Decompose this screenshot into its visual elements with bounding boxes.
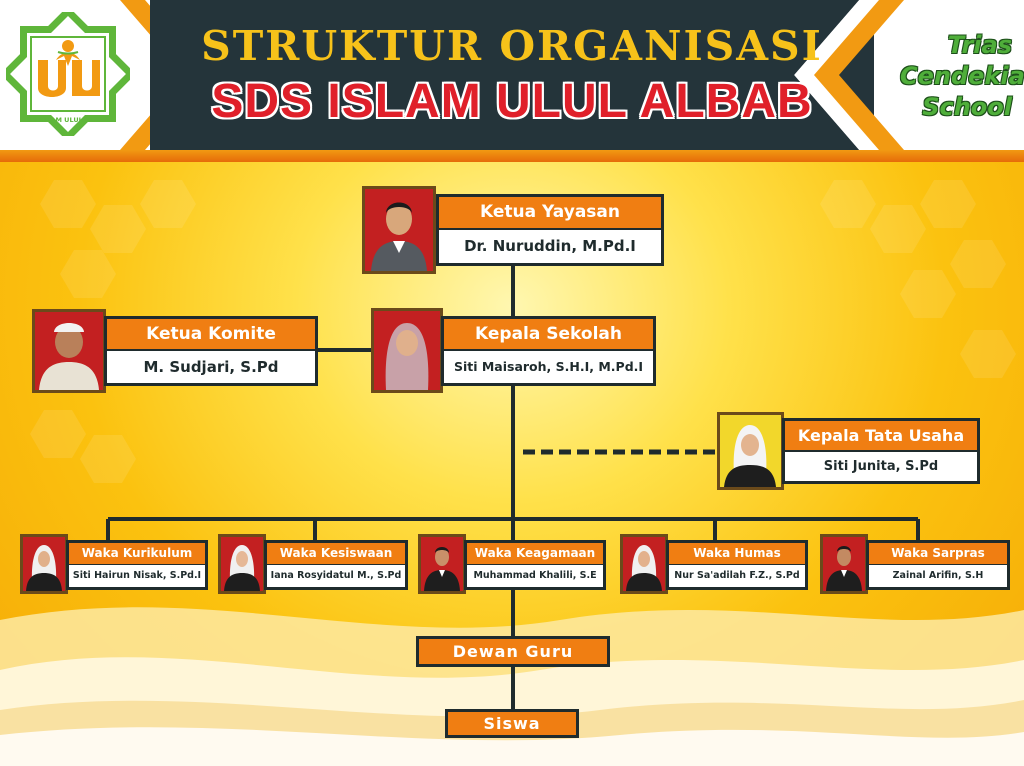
person-portrait-icon [221, 537, 263, 591]
brand-line-2: Cendekia [900, 62, 1024, 90]
person-portrait-icon [421, 537, 463, 591]
card-ketua-yayasan: Ketua Yayasan Dr. Nuruddin, M.Pd.I [436, 194, 664, 266]
header-banner: STRUKTUR ORGANISASI SDS ISLAM ULUL ALBAB… [0, 0, 1024, 162]
name-waka-sarpras: Zainal Arifin, S.H [869, 565, 1007, 587]
header-dark-band [150, 0, 874, 150]
role-kepala-tata-usaha: Kepala Tata Usaha [785, 421, 977, 450]
brand-line-3: School [922, 93, 1012, 121]
card-waka-keagamaan: Waka Keagamaan Muhammad Khalili, S.E [464, 540, 606, 590]
header-orange-stripe [0, 150, 1024, 162]
photo-waka-keagamaan [418, 534, 466, 594]
logo-caption: SD ISLAM ULUL ALBAB [27, 116, 109, 124]
card-waka-kurikulum: Waka Kurikulum Siti Hairun Nisak, S.Pd.I [66, 540, 208, 590]
card-waka-humas: Waka Humas Nur Sa'adilah F.Z., S.Pd [666, 540, 808, 590]
role-waka-kesiswaan: Waka Kesiswaan [267, 543, 405, 564]
title-struktur-organisasi: STRUKTUR ORGANISASI [201, 22, 823, 70]
photo-kepala-tata-usaha [717, 412, 784, 490]
card-waka-sarpras: Waka Sarpras Zainal Arifin, S.H [866, 540, 1010, 590]
photo-waka-humas [620, 534, 668, 594]
name-kepala-sekolah: Siti Maisaroh, S.H.I, M.Pd.I [444, 351, 653, 383]
photo-ketua-komite [32, 309, 106, 393]
title-school-name: SDS ISLAM ULUL ALBAB [211, 75, 813, 128]
card-kepala-sekolah: Kepala Sekolah Siti Maisaroh, S.H.I, M.P… [441, 316, 656, 386]
header-right-corner [794, 0, 1024, 162]
role-ketua-yayasan: Ketua Yayasan [439, 197, 661, 228]
box-siswa: Siswa [445, 709, 579, 738]
photo-waka-sarpras [820, 534, 868, 594]
box-dewan-guru: Dewan Guru [416, 636, 610, 667]
photo-kepala-sekolah [371, 308, 443, 393]
brand-line-1: Trias [947, 31, 1012, 59]
person-portrait-icon [35, 312, 103, 390]
card-waka-kesiswaan: Waka Kesiswaan Iana Rosyidatul M., S.Pd [264, 540, 408, 590]
name-waka-humas: Nur Sa'adilah F.Z., S.Pd [669, 565, 805, 587]
name-ketua-komite: M. Sudjari, S.Pd [107, 351, 315, 383]
card-kepala-tata-usaha: Kepala Tata Usaha Siti Junita, S.Pd [782, 418, 980, 484]
school-logo: SD ISLAM ULUL ALBAB [0, 6, 136, 142]
role-waka-kurikulum: Waka Kurikulum [69, 543, 205, 564]
name-kepala-tata-usaha: Siti Junita, S.Pd [785, 452, 977, 481]
card-ketua-komite: Ketua Komite M. Sudjari, S.Pd [104, 316, 318, 386]
photo-waka-kesiswaan [218, 534, 266, 594]
photo-waka-kurikulum [20, 534, 68, 594]
role-waka-keagamaan: Waka Keagamaan [467, 543, 603, 564]
photo-ketua-yayasan [362, 186, 436, 274]
role-waka-sarpras: Waka Sarpras [869, 543, 1007, 564]
role-ketua-komite: Ketua Komite [107, 319, 315, 349]
name-waka-kurikulum: Siti Hairun Nisak, S.Pd.I [69, 565, 205, 587]
person-portrait-icon [365, 189, 433, 271]
name-ketua-yayasan: Dr. Nuruddin, M.Pd.I [439, 230, 661, 263]
name-waka-kesiswaan: Iana Rosyidatul M., S.Pd [267, 565, 405, 587]
person-portrait-icon [374, 311, 440, 390]
person-portrait-icon [623, 537, 665, 591]
hexagon-pattern [80, 435, 136, 483]
hexagon-pattern [60, 250, 116, 298]
person-portrait-icon [23, 537, 65, 591]
person-portrait-icon [720, 415, 781, 487]
brand-trias-cendekia: Trias Cendekia School [900, 30, 1024, 123]
person-portrait-icon [823, 537, 865, 591]
role-waka-humas: Waka Humas [669, 543, 805, 564]
name-waka-keagamaan: Muhammad Khalili, S.E [467, 565, 603, 587]
role-kepala-sekolah: Kepala Sekolah [444, 319, 653, 349]
